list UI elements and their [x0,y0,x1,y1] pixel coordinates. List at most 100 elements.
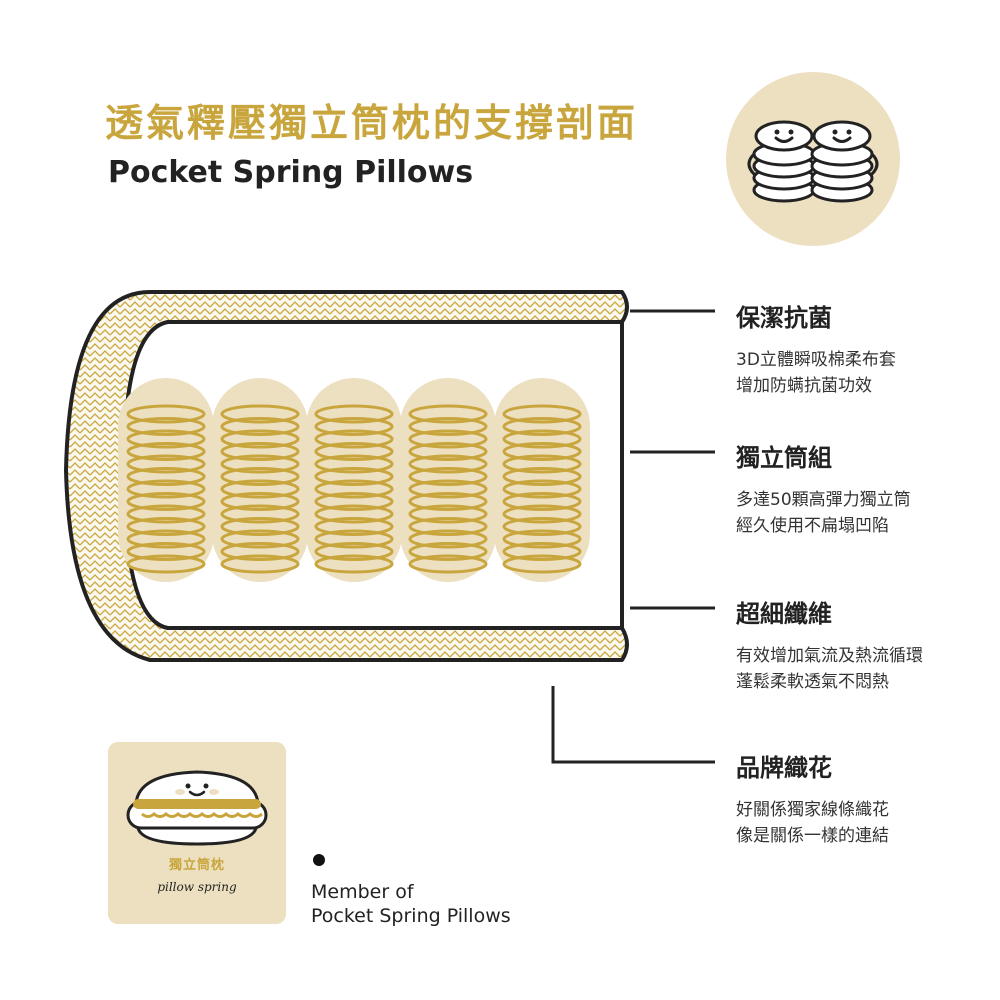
spring-coil [220,404,300,424]
spring-coil [126,492,206,511]
callout-line: 多達50顆高彈力獨立筒 [736,490,911,510]
spring-coil [502,554,582,574]
spring-coil [502,454,582,474]
callout-title: 品牌織花 [736,754,832,782]
brand-logo-card: 獨立筒枕 pillow spring [108,742,286,924]
spring-coil [408,517,488,536]
spring-coil [126,404,206,424]
leader-lines [551,309,715,764]
spring-coil [502,429,582,449]
spring-coil [126,517,206,536]
spring-coil [220,429,300,449]
spring-coil [502,479,582,499]
spring-coil [314,517,394,536]
spring-coil-stack [408,404,488,574]
page-subtitle: Pocket Spring Pillows [108,155,474,190]
spring-coil-stack [502,404,582,574]
spring-coil [314,492,394,511]
member-note: Member of Pocket Spring Pillows [311,880,511,928]
spring-coil [408,492,488,511]
callout-line: 蓬鬆柔軟透氣不悶熱 [736,672,889,692]
spring-coil-stack [220,404,300,574]
spring-coil [314,404,394,424]
spring-coil [314,479,394,499]
callout-line: 經久使用不扁塌凹陷 [736,516,889,536]
spring-coil [408,479,488,499]
spring-coil [502,492,582,511]
page-title: 透氣釋壓獨立筒枕的支撐剖面 [105,101,639,145]
spring-coil [220,479,300,499]
spring-coil [126,529,206,549]
spring-coil [220,504,300,524]
spring-coil-stack [126,404,206,574]
spring-coil [314,554,394,574]
callout-line: 好關係獨家線條織花 [736,800,889,820]
spring-coil [314,429,394,449]
spring-coil [220,492,300,511]
callout-line: 增加防螨抗菌功效 [736,376,872,396]
spring-coil [408,529,488,549]
spring-coil [126,442,206,461]
callout-brand: 品牌織花 好關係獨家線條織花 像是關係一樣的連結 [736,748,889,849]
callout-springs: 獨立筒組 多達50顆高彈力獨立筒 經久使用不扁塌凹陷 [736,438,911,539]
spring-coil [502,404,582,424]
member-line-2: Pocket Spring Pillows [311,905,511,927]
callout-title: 獨立筒組 [736,444,832,472]
spring-coil [220,454,300,474]
spring-coil [502,517,582,536]
brand-name-zh: 獨立筒枕 [168,858,225,873]
callout-title: 超細纖維 [736,600,832,628]
spring-coil [408,404,488,424]
spring-coil [408,504,488,524]
spring-coil [502,417,582,436]
brand-name-en: pillow spring [157,880,237,894]
callout-line: 有效增加氣流及熱流循環 [736,646,923,666]
spring-coil [314,504,394,524]
spring-coil [502,467,582,486]
bullet-dot [313,854,325,866]
spring-coil [314,454,394,474]
spring-coil [408,417,488,436]
pocket-springs [126,404,582,574]
member-line-1: Member of [311,881,414,903]
spring-coil [220,542,300,561]
spring-coil [220,467,300,486]
smiling-springs-icon [747,120,879,203]
spring-coil [314,442,394,461]
callout-fiber: 超細纖維 有效增加氣流及熱流循環 蓬鬆柔軟透氣不悶熱 [736,594,923,695]
spring-coil [220,417,300,436]
spring-coil [408,542,488,561]
spring-coil [126,454,206,474]
spring-coil [220,554,300,574]
spring-coil-stack [314,404,394,574]
spring-coil [408,554,488,574]
spring-coil [314,529,394,549]
spring-coil [126,467,206,486]
spring-coil [314,417,394,436]
pillow-mascot-icon [126,770,268,846]
spring-coil [126,554,206,574]
spring-coil [408,454,488,474]
spring-coil [220,442,300,461]
spring-coil [220,517,300,536]
spring-coil [126,542,206,561]
spring-coil [502,529,582,549]
spring-coil [408,467,488,486]
spring-coil [126,504,206,524]
spring-coil [408,429,488,449]
spring-coil [502,542,582,561]
spring-coil [220,529,300,549]
callout-line: 像是關係一樣的連結 [736,826,889,846]
spring-coil [126,479,206,499]
spring-badge [726,72,900,246]
spring-coil [314,542,394,561]
callout-line: 3D立體瞬吸棉柔布套 [736,350,896,370]
spring-coil [126,429,206,449]
spring-coil [314,467,394,486]
spring-coil [126,417,206,436]
leader-line-brand [551,686,715,764]
spring-coil [408,442,488,461]
spring-coil [502,504,582,524]
spring-coil [502,442,582,461]
